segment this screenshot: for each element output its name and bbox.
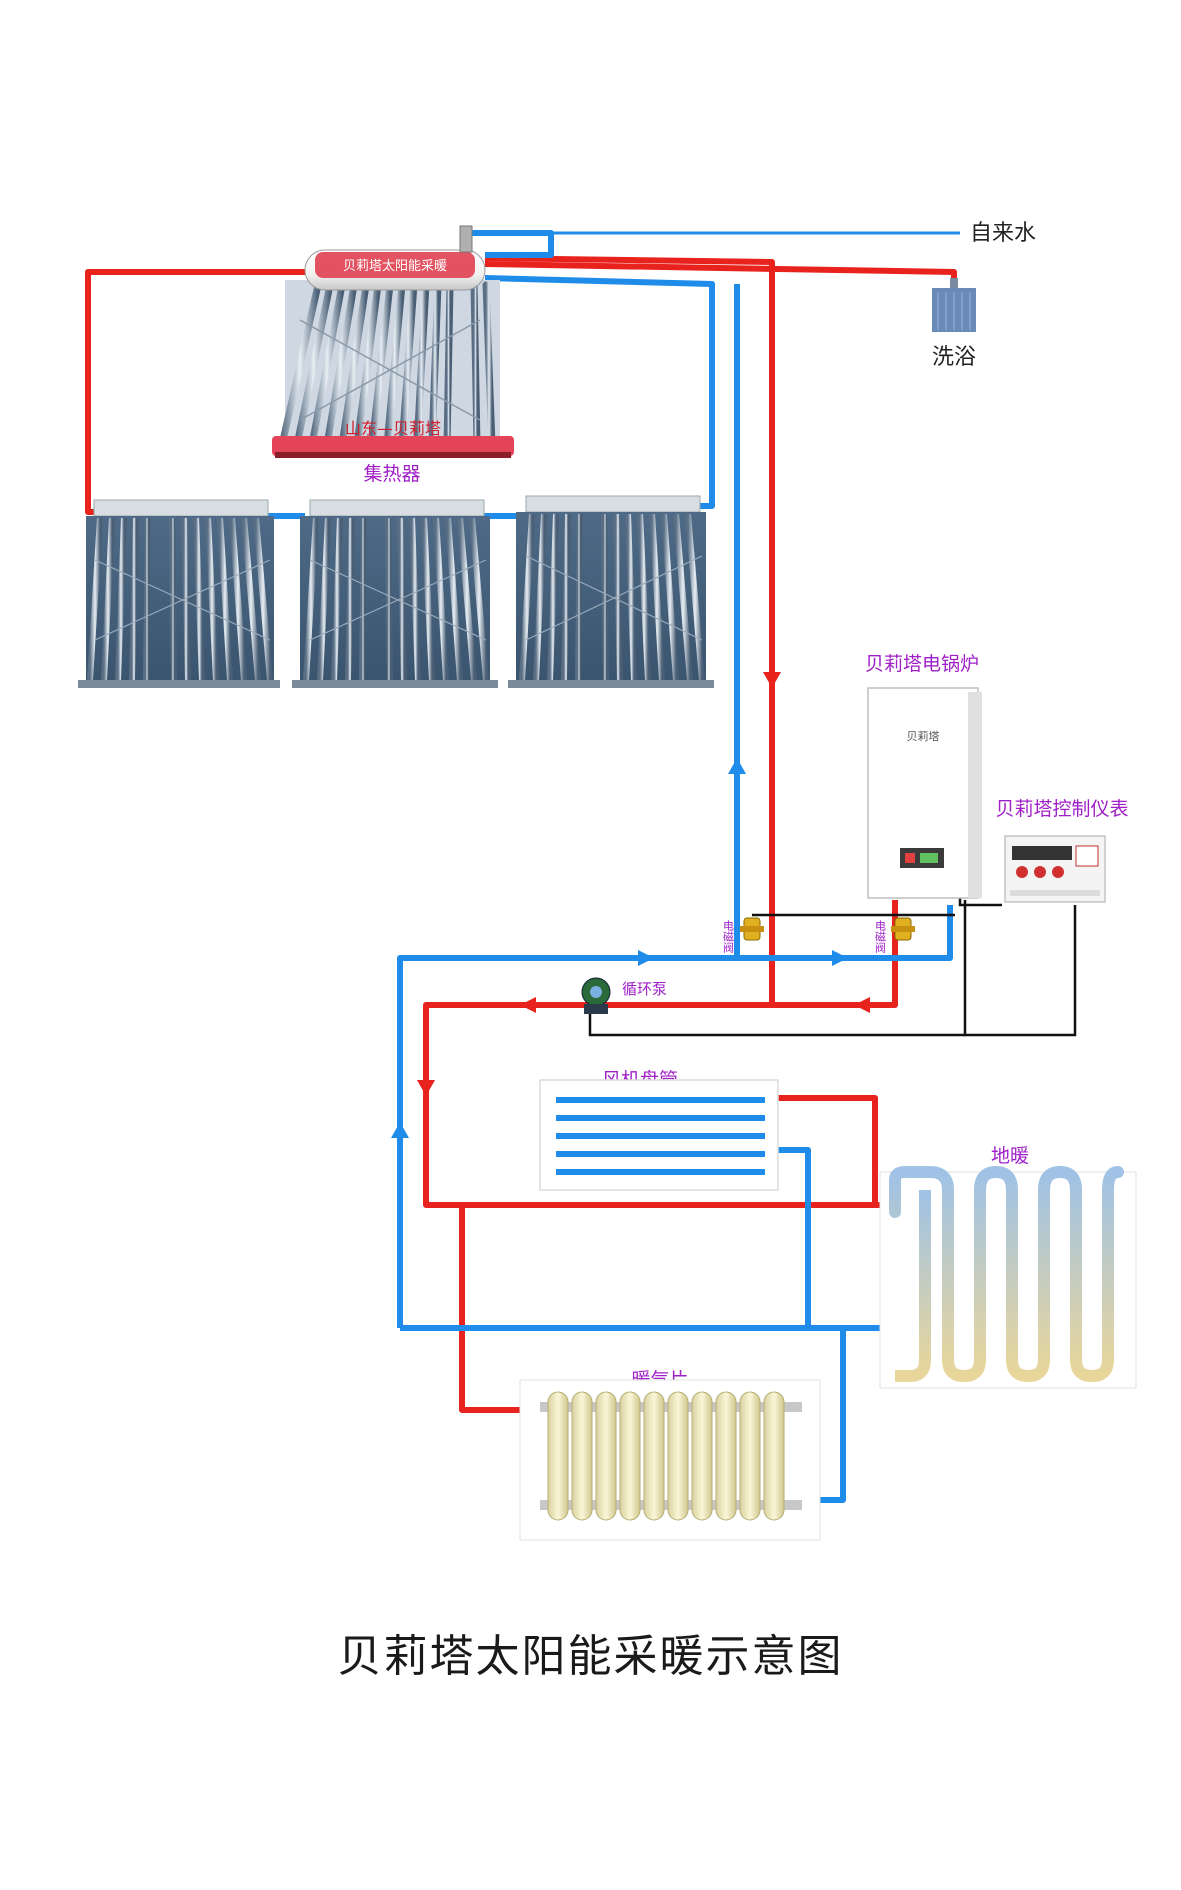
floor-heating-coil [879, 1165, 1137, 1389]
solar-water-heater: 贝莉塔太阳能采暖 山东—贝莉塔 集热器 [272, 225, 514, 485]
cold-pipe-main-supply [397, 905, 953, 1328]
tank-vent [459, 225, 473, 253]
hot-pipes [85, 255, 957, 1413]
hot-pipe-main-down [484, 255, 775, 1005]
shower-head-icon [932, 278, 976, 332]
electric-boiler: 贝莉塔 [867, 687, 982, 899]
diagram-title: 贝莉塔太阳能采暖示意图 [337, 1631, 844, 1682]
solenoid-valve-left [740, 917, 764, 941]
valve-right-label: 电磁阀 [874, 920, 887, 954]
radiator-unit [519, 1379, 821, 1541]
circulation-pump [581, 977, 611, 1014]
controller-button-1 [1016, 866, 1028, 878]
hot-pipe-collector-loop [85, 269, 305, 515]
cold-pipe-collector-return [484, 275, 715, 509]
arrow-down-hot [763, 672, 781, 688]
arrow-up-cold [728, 758, 746, 774]
collector-panel-3 [508, 495, 714, 688]
arrow-right-cold-2 [832, 950, 848, 966]
cold-pipe-tap-water [470, 230, 554, 258]
hot-pipe-return-line [423, 900, 898, 1090]
wire-controller [963, 900, 1077, 1037]
controller-label: 贝莉塔控制仪表 [995, 798, 1128, 820]
arrow-right-cold-1 [638, 950, 654, 966]
pump-label: 循环泵 [622, 980, 667, 998]
main-collector-tubes [278, 280, 500, 450]
tap-water-label: 自来水 [970, 221, 1036, 246]
arrow-up-cold-2 [391, 1122, 409, 1138]
collector-label: 集热器 [363, 463, 420, 485]
fan-coil-unit [539, 1079, 779, 1191]
water-tank-band [315, 252, 475, 278]
controller-button-2 [1034, 866, 1046, 878]
tank-brand-label: 贝莉塔太阳能采暖 [343, 259, 447, 274]
arrow-down-hot-2 [417, 1080, 435, 1096]
arrow-left-hot-2 [854, 997, 870, 1013]
collector-panels [78, 495, 714, 688]
wire-pump [588, 1005, 965, 1037]
rail-brand-label: 山东—贝莉塔 [345, 419, 441, 438]
bath-label: 洗浴 [932, 345, 976, 370]
cold-pipe-fan-coil-out [778, 1147, 811, 1328]
collector-rail [272, 436, 514, 456]
controller-button-3 [1052, 866, 1064, 878]
boiler-logo: 贝莉塔 [907, 730, 940, 743]
hot-pipe-radiator-loop [459, 1205, 540, 1413]
floor-heating-label: 地暖 [991, 1145, 1029, 1167]
flow-arrows [391, 672, 870, 1138]
controller-unit [1004, 835, 1106, 903]
valve-left-label: 电磁阀 [722, 920, 735, 954]
arrow-left-hot-1 [520, 997, 536, 1013]
cold-pipes [268, 230, 960, 1503]
collector-panel-1 [78, 499, 280, 688]
collector-panel-2 [292, 499, 498, 688]
boiler-label: 贝莉塔电锅炉 [865, 653, 979, 675]
solenoid-valve-right [891, 917, 915, 941]
